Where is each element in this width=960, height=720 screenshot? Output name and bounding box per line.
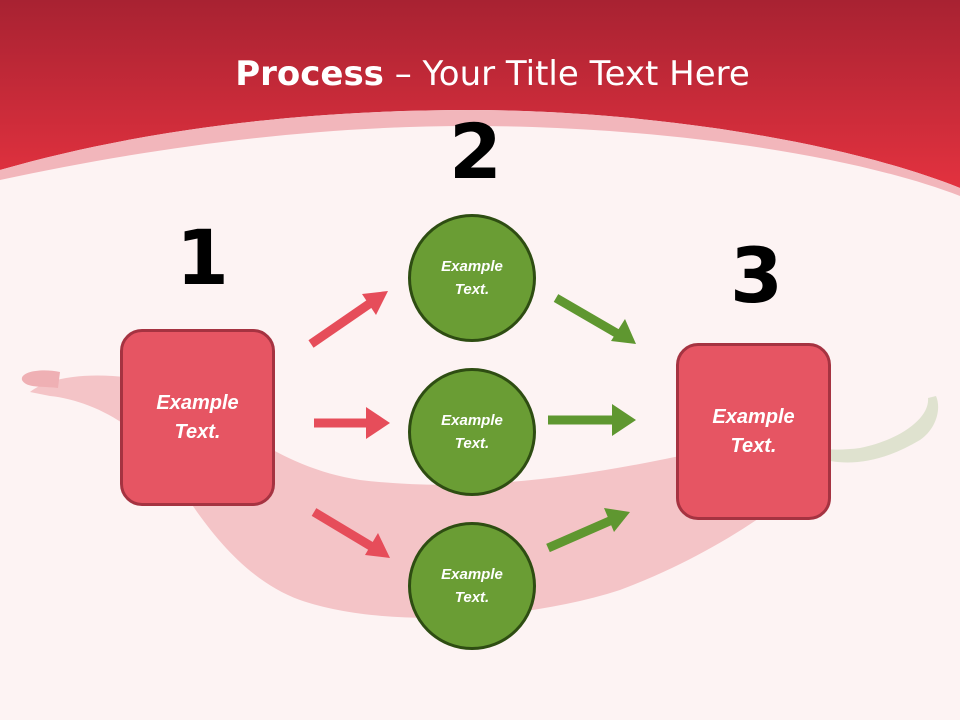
circle-top: Example Text. [408,214,536,342]
slide-title: Process – Your Title Text Here [0,52,960,96]
circle-bottom: Example Text. [408,522,536,650]
left-step-box: Example Text. [120,329,275,506]
step-number-3: 3 [730,231,783,320]
left-step-box-label: Example Text. [156,391,239,443]
step-number-1: 1 [176,213,229,302]
arrow-left-to-bottom [311,508,390,558]
circle-middle-label: Example Text. [441,412,503,452]
right-step-box-label: Example Text. [712,405,795,457]
arrow-left-to-middle [314,407,390,439]
arrow-middle-to-right [548,404,636,436]
title-rest: – Your Title Text Here [383,54,750,94]
arrow-bottom-to-right [546,508,630,553]
circle-top-label: Example Text. [441,258,503,298]
arrow-left-to-top [308,291,388,348]
step-number-2: 2 [449,107,502,196]
arrow-top-to-right [553,294,636,344]
title-bold: Process [235,54,384,94]
circle-bottom-label: Example Text. [441,566,503,606]
circle-middle: Example Text. [408,368,536,496]
right-step-box: Example Text. [676,343,831,520]
